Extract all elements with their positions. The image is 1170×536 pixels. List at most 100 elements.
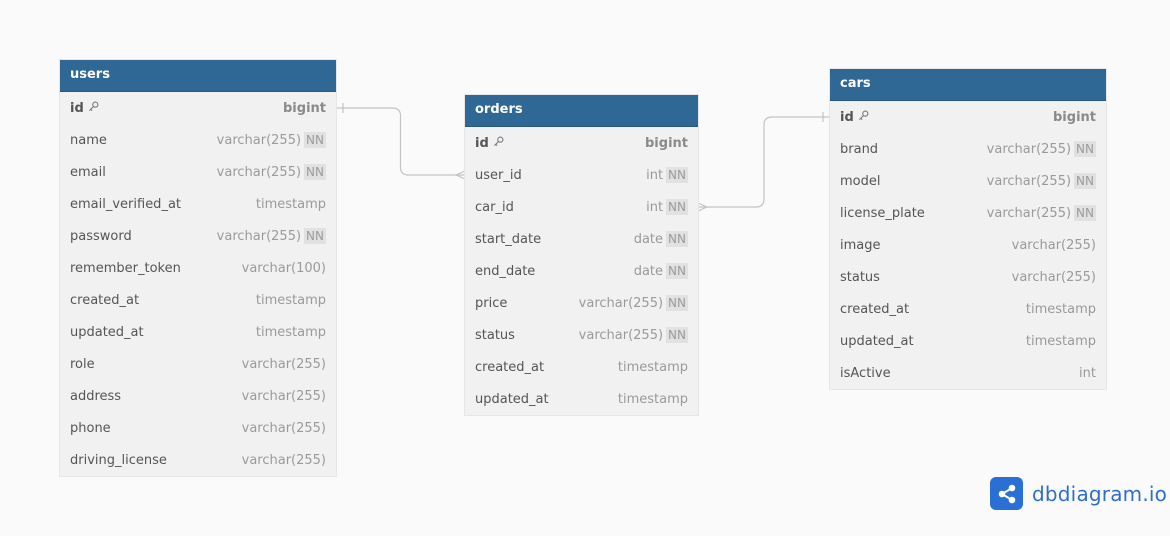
field-name: phone [70, 420, 111, 436]
table-header[interactable]: cars [830, 69, 1106, 101]
field-name: car_id [475, 199, 514, 215]
field-row[interactable]: created_at timestamp [830, 293, 1106, 325]
key-icon [493, 136, 504, 151]
field-row[interactable]: email_verified_at timestamp [60, 188, 336, 220]
field-type: varchar(255) [986, 173, 1072, 189]
field-type: timestamp [1025, 301, 1096, 317]
key-icon [88, 101, 99, 116]
field-name: brand [840, 141, 879, 157]
field-type: varchar(255) [241, 420, 326, 436]
field-name: price [475, 295, 508, 311]
brand-name: dbdiagram.io [1032, 481, 1168, 506]
field-row[interactable]: created_at timestamp [465, 351, 698, 383]
not-null-badge: NN [666, 231, 688, 247]
brand[interactable]: dbdiagram.io [990, 477, 1167, 510]
not-null-badge: NN [666, 263, 688, 279]
field-type: varchar(255) [986, 205, 1072, 221]
field-row[interactable]: license_plate varchar(255)NN [830, 197, 1106, 229]
field-row[interactable]: price varchar(255)NN [465, 287, 698, 319]
field-type: int [1079, 365, 1096, 381]
field-name: email [70, 164, 106, 180]
not-null-badge: NN [666, 167, 688, 183]
relationship-link[interactable] [697, 112, 830, 212]
field-type: bigint [283, 100, 326, 116]
field-name: user_id [475, 167, 522, 183]
field-type: timestamp [617, 359, 688, 375]
table-header[interactable]: orders [465, 95, 698, 127]
field-name: created_at [70, 292, 140, 308]
not-null-badge: NN [1074, 173, 1096, 189]
field-type: bigint [1053, 109, 1096, 125]
field-name: status [475, 327, 515, 343]
field-type: varchar(255) [241, 388, 326, 404]
field-type: varchar(255) [216, 132, 302, 148]
field-name: created_at [475, 359, 545, 375]
field-name: end_date [475, 263, 536, 279]
field-name: isActive [840, 365, 891, 381]
field-type: varchar(255) [241, 452, 326, 468]
not-null-badge: NN [304, 164, 326, 180]
share-nodes-icon [990, 477, 1023, 510]
field-name: driving_license [70, 452, 167, 468]
field-name: updated_at [475, 391, 549, 407]
field-name: password [70, 228, 132, 244]
field-row[interactable]: phone varchar(255) [60, 412, 336, 444]
field-type: timestamp [255, 324, 326, 340]
field-type: varchar(255) [1011, 237, 1096, 253]
field-name: id [70, 100, 84, 116]
key-icon [858, 110, 869, 125]
field-row[interactable]: driving_license varchar(255) [60, 444, 336, 476]
field-type: int [646, 199, 664, 215]
field-type: timestamp [255, 196, 326, 212]
field-row[interactable]: isActive int [830, 357, 1106, 389]
field-type: date [633, 263, 664, 279]
relationship-link[interactable] [336, 103, 466, 180]
field-name: status [840, 269, 880, 285]
table-header[interactable]: users [60, 60, 336, 92]
not-null-badge: NN [666, 295, 688, 311]
field-type: varchar(255) [986, 141, 1072, 157]
field-type: varchar(255) [578, 327, 664, 343]
field-name: email_verified_at [70, 196, 182, 212]
not-null-badge: NN [1074, 205, 1096, 221]
field-type: varchar(255) [216, 228, 302, 244]
field-name: remember_token [70, 260, 181, 276]
field-type: date [633, 231, 664, 247]
field-row[interactable]: remember_token varchar(100) [60, 252, 336, 284]
field-type: int [646, 167, 664, 183]
field-name: name [70, 132, 107, 148]
field-name: created_at [840, 301, 910, 317]
field-type: varchar(100) [241, 260, 326, 276]
field-type: varchar(255) [241, 356, 326, 372]
field-name: id [840, 109, 854, 125]
field-row[interactable]: id bigint [830, 101, 1106, 133]
field-row[interactable]: id bigint [60, 92, 336, 124]
field-name: license_plate [840, 205, 925, 221]
field-name: start_date [475, 231, 542, 247]
field-type: varchar(255) [578, 295, 664, 311]
